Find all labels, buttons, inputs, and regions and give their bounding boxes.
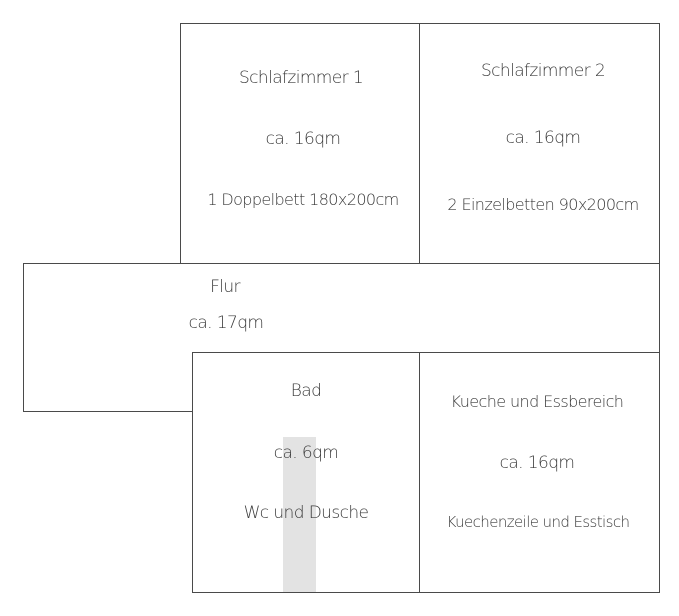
schlafzimmer-2-name: Schlafzimmer 2 <box>480 61 606 81</box>
shower-strip <box>283 437 316 592</box>
room-kueche <box>419 352 660 593</box>
flur-area: ca. 17qm <box>188 313 264 333</box>
schlafzimmer-1-name: Schlafzimmer 1 <box>238 68 364 88</box>
bad-name: Bad <box>290 381 322 401</box>
flur-name: Flur <box>210 277 240 297</box>
schlafzimmer-1-area: ca. 16qm <box>265 129 341 149</box>
kueche-details: Kuechenzeile und Esstisch <box>446 513 630 531</box>
room-schlafzimmer-1 <box>180 23 421 264</box>
schlafzimmer-1-details: 1 Doppelbett 180x200cm <box>207 190 399 209</box>
bad-details: Wc und Dusche <box>243 503 369 523</box>
bad-area: ca. 6qm <box>273 443 339 463</box>
room-schlafzimmer-2 <box>419 23 660 264</box>
kueche-name: Kueche und Essbereich <box>450 392 624 411</box>
schlafzimmer-2-area: ca. 16qm <box>505 128 581 148</box>
kueche-area: ca. 16qm <box>499 453 575 473</box>
schlafzimmer-2-details: 2 Einzelbetten 90x200cm <box>447 195 639 214</box>
